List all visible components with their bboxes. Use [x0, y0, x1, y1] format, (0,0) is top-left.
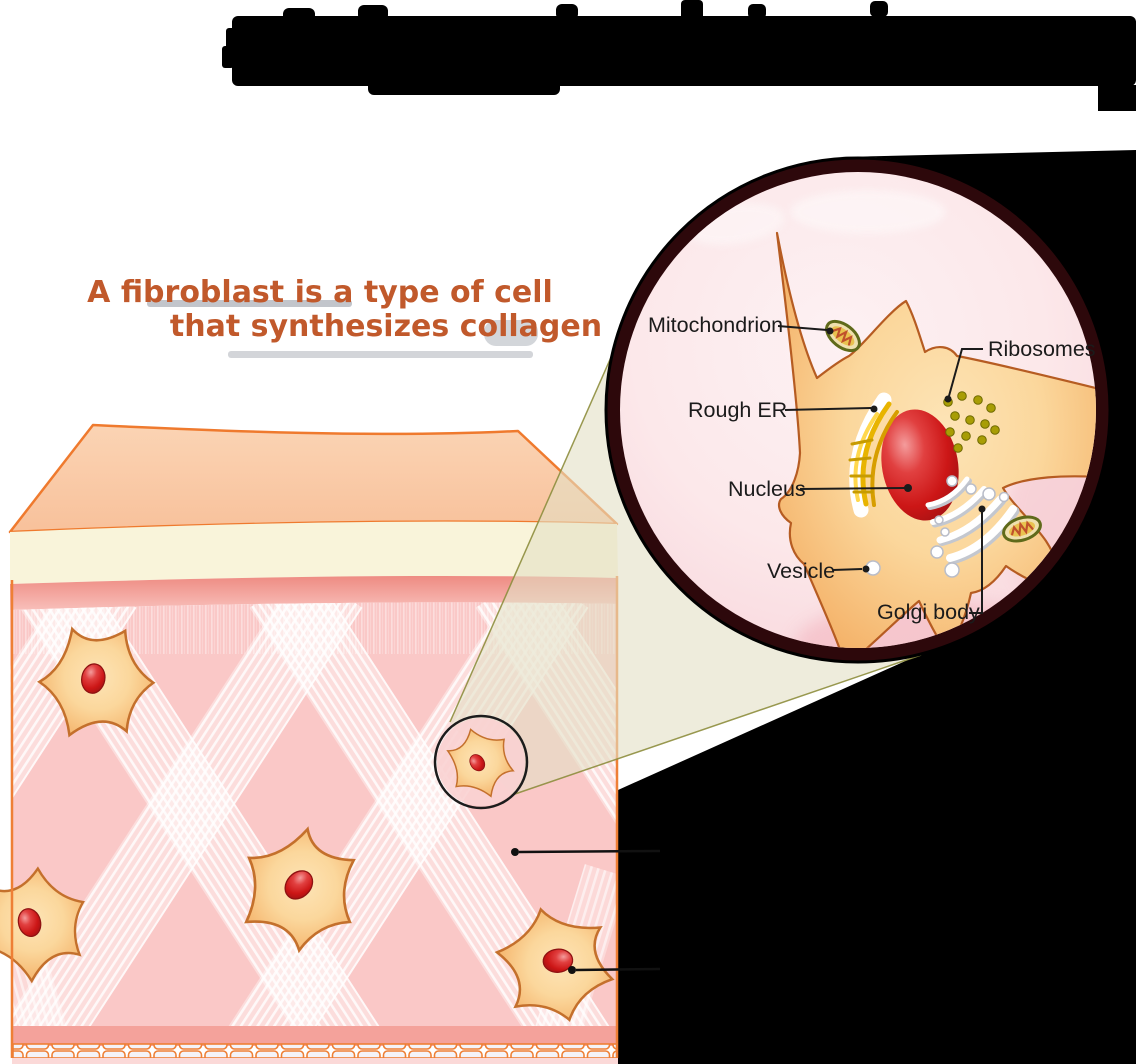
glass-highlight-2	[790, 190, 946, 234]
label-mitochondrion: Mitochondrion	[648, 313, 783, 337]
epidermis-layer	[10, 521, 618, 584]
tagline-line2: that synthesizes collagen	[170, 309, 602, 344]
label-nucleus: Nucleus	[728, 477, 806, 501]
ribosomes-dots	[943, 391, 1000, 453]
tagline-line1: A fibroblast is a type of cell	[87, 275, 553, 310]
selection-lens	[433, 714, 529, 811]
collagen-fiber-pointer-dot	[511, 848, 519, 856]
tagline: A fibroblast is a type of cell that synt…	[87, 275, 602, 344]
fibroblast-pointer-dot	[568, 966, 576, 974]
magnified-nucleus	[881, 409, 959, 521]
label-ribosomes: Ribosomes	[988, 337, 1096, 361]
magnified-view: Mitochondrion Ribosomes Rough ER Nucleus…	[604, 156, 1112, 664]
block-bottom-glow	[12, 1058, 618, 1064]
dermis-junction-strip	[10, 575, 618, 610]
fibroblast-pointer-line	[575, 967, 661, 972]
organelle-labels: Mitochondrion Ribosomes Rough ER Nucleus…	[648, 313, 1096, 624]
basal-cell-row	[12, 1043, 618, 1059]
obscured-title-banner	[222, 0, 1136, 111]
gray-smudges	[147, 300, 538, 358]
collagen-fiber-pointer-line	[518, 849, 661, 854]
rough-er	[848, 392, 899, 518]
label-golgi-body: Golgi body	[877, 600, 980, 624]
skin-top-face	[8, 423, 619, 534]
label-vesicle: Vesicle	[767, 559, 835, 583]
vesicles	[865, 475, 1010, 578]
void-black-field	[618, 150, 1136, 1064]
block-pointer-lines	[511, 848, 661, 974]
label-rough-er: Rough ER	[688, 398, 787, 422]
basement-strip	[12, 1026, 618, 1046]
